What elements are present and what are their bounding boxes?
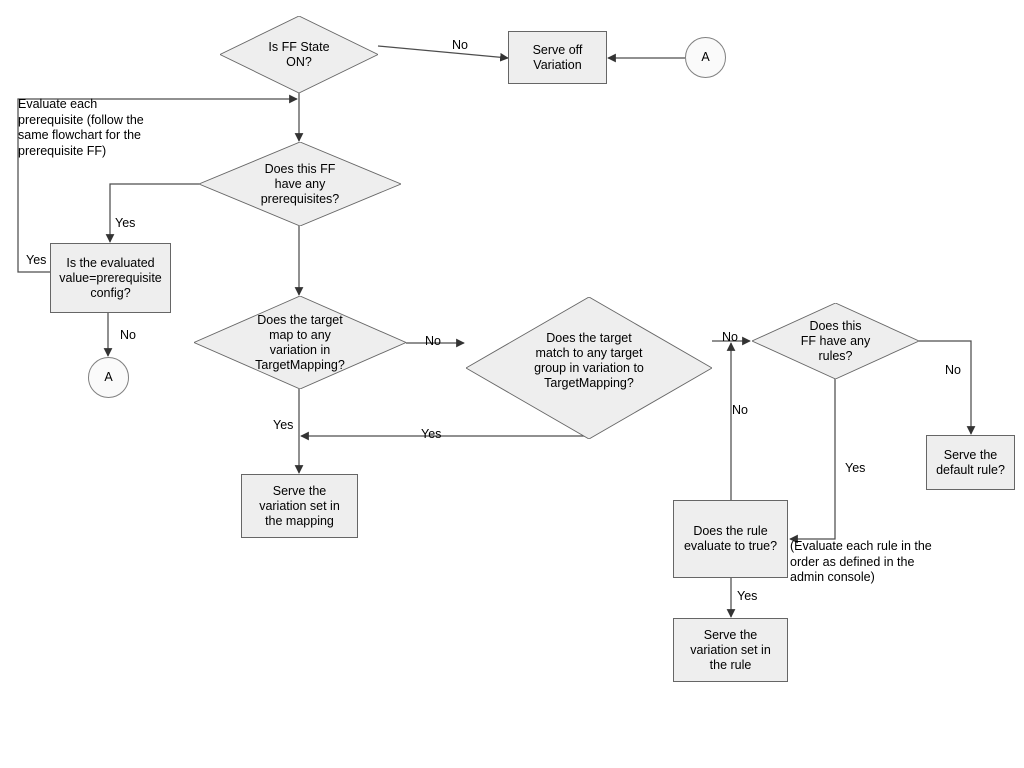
edge-label-yes-rule-true: Yes xyxy=(737,589,758,603)
node-does-ff-have-prerequisites[interactable]: Does this FF have any prerequisites? xyxy=(199,142,401,226)
node-label: Serve off Variation xyxy=(532,42,583,72)
edge-label-yes-has-rules: Yes xyxy=(845,461,866,475)
node-label: Serve the variation set in the rule xyxy=(690,627,771,672)
node-connector-a-top[interactable]: A xyxy=(685,37,726,78)
edge-label-no-has-rules: No xyxy=(945,363,961,377)
edge-label-yes-target-group: Yes xyxy=(421,427,442,441)
edge-ffstate-no-serveoff xyxy=(377,45,509,62)
diamond-shape xyxy=(752,303,919,379)
edge-label-no-rule-loop: No xyxy=(732,403,748,417)
node-label: Serve the variation set in the mapping xyxy=(259,483,340,528)
node-is-ff-state-on[interactable]: Is FF State ON? xyxy=(220,16,378,93)
node-label: Does this FF have any rules? xyxy=(800,318,871,363)
edge-hasrules-no-servedefault xyxy=(919,340,976,435)
edge-prereqs-yes-config xyxy=(105,183,199,243)
node-label: Serve the default rule? xyxy=(936,447,1005,477)
node-connector-a-bottom[interactable]: A xyxy=(88,357,129,398)
edge-label-no-ff-state: No xyxy=(452,38,468,52)
connector-label: A xyxy=(104,370,113,384)
connector-label: A xyxy=(701,50,710,64)
node-does-ff-have-rules[interactable]: Does this FF have any rules? xyxy=(752,303,919,379)
node-label: Is FF State ON? xyxy=(268,39,330,69)
diamond-shape xyxy=(466,297,712,439)
edge-label-yes-prerequisites: Yes xyxy=(115,216,136,230)
node-does-rule-evaluate-to-true[interactable]: Does the rule evaluate to true? xyxy=(673,500,788,578)
diamond-shape xyxy=(220,16,378,93)
note-rule-evaluation-order: (Evaluate each rule in the order as defi… xyxy=(790,539,932,584)
note-prerequisite-evaluation: Evaluate each prerequisite (follow the s… xyxy=(18,97,144,158)
node-serve-default-rule[interactable]: Serve the default rule? xyxy=(926,435,1015,490)
node-label: Does the target map to any variation in … xyxy=(255,312,345,372)
node-label: Does this FF have any prerequisites? xyxy=(260,161,340,206)
node-serve-off-variation[interactable]: Serve off Variation xyxy=(508,31,607,84)
node-is-evaluated-value-prerequisite-config[interactable]: Is the evaluated value=prerequisite conf… xyxy=(50,243,171,313)
node-does-target-map-to-variation[interactable]: Does the target map to any variation in … xyxy=(194,296,406,389)
edge-label-no-target-group: No xyxy=(722,330,738,344)
edge-label-yes-target-map: Yes xyxy=(273,418,294,432)
node-does-target-match-target-group[interactable]: Does the target match to any target grou… xyxy=(466,297,712,439)
node-serve-variation-set-in-mapping[interactable]: Serve the variation set in the mapping xyxy=(241,474,358,538)
node-label: Does the target match to any target grou… xyxy=(534,331,644,390)
node-serve-variation-set-in-rule[interactable]: Serve the variation set in the rule xyxy=(673,618,788,682)
node-label: Does the rule evaluate to true? xyxy=(683,524,778,553)
node-label: Is the evaluated value=prerequisite conf… xyxy=(59,255,162,300)
edge-label-no-target-map: No xyxy=(425,334,441,348)
edge-hasrules-yes-ruletrue xyxy=(789,379,836,544)
edge-label-no-prerequisite-config: No xyxy=(120,328,136,342)
edge-label-yes-prerequisite-loop: Yes xyxy=(26,253,47,267)
diamond-shape xyxy=(194,296,406,389)
